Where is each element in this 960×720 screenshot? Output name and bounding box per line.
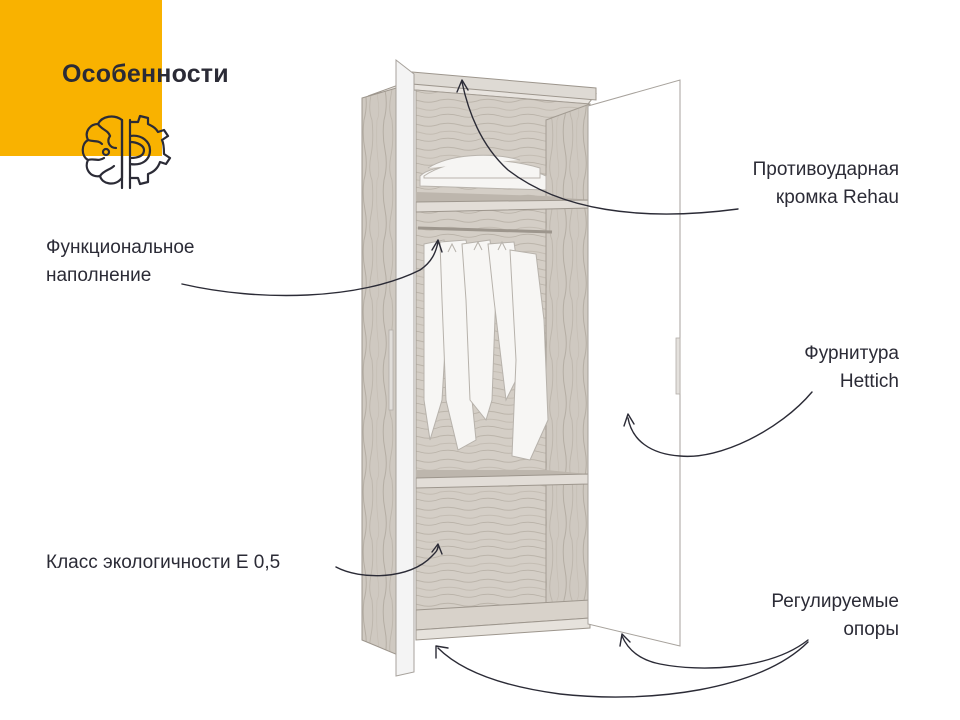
arrow-head-icon	[431, 239, 443, 253]
left-door	[388, 58, 415, 677]
callout-legs-line1: Регулируемые	[771, 591, 899, 612]
callout-eco-class: Класс экологичности Е 0,5	[46, 549, 280, 577]
callout-edge-line1: Противоударная	[752, 159, 899, 180]
callout-functional-filling: Функциональное наполнение	[46, 234, 194, 290]
arrow-head-icon	[431, 543, 443, 555]
accent-corner-block	[0, 0, 162, 156]
callout-fittings-line1: Фурнитура	[804, 343, 899, 364]
arrow-head-icon	[435, 645, 449, 659]
folded-clothes	[419, 154, 547, 191]
right-door	[587, 79, 681, 647]
callout-legs-line2: опоры	[843, 619, 899, 640]
arrow-head-icon	[619, 633, 631, 647]
callout-eco-line1: Класс экологичности Е 0,5	[46, 552, 281, 573]
callout-edge-line2: кромка Rehau	[775, 187, 899, 208]
callout-fittings: Фурнитура Hettich	[804, 340, 899, 396]
page-title: Особенности	[62, 60, 229, 88]
callout-line-functional	[181, 241, 439, 297]
hanging-rod	[417, 226, 553, 234]
callout-functional-line1: Функциональное	[46, 237, 195, 258]
arrow-head-icon	[623, 413, 635, 427]
shelf-top	[415, 192, 591, 213]
callout-line-fittings	[627, 391, 813, 458]
brain-gear-icon	[81, 114, 172, 190]
callout-fittings-line2: Hettich	[839, 371, 899, 392]
callout-line-legs-left	[437, 641, 809, 698]
wardrobe-right-side	[545, 103, 591, 623]
arrow-head-icon	[456, 79, 469, 93]
callout-functional-line2: наполнение	[46, 265, 152, 286]
hanging-clothes	[423, 239, 549, 461]
callout-line-legs-right	[621, 635, 809, 669]
callout-line-edge	[461, 81, 739, 215]
callout-impact-edge: Противоударная кромка Rehau	[753, 156, 899, 212]
callout-adjustable-legs: Регулируемые опоры	[771, 588, 899, 644]
callout-line-eco	[335, 545, 439, 577]
